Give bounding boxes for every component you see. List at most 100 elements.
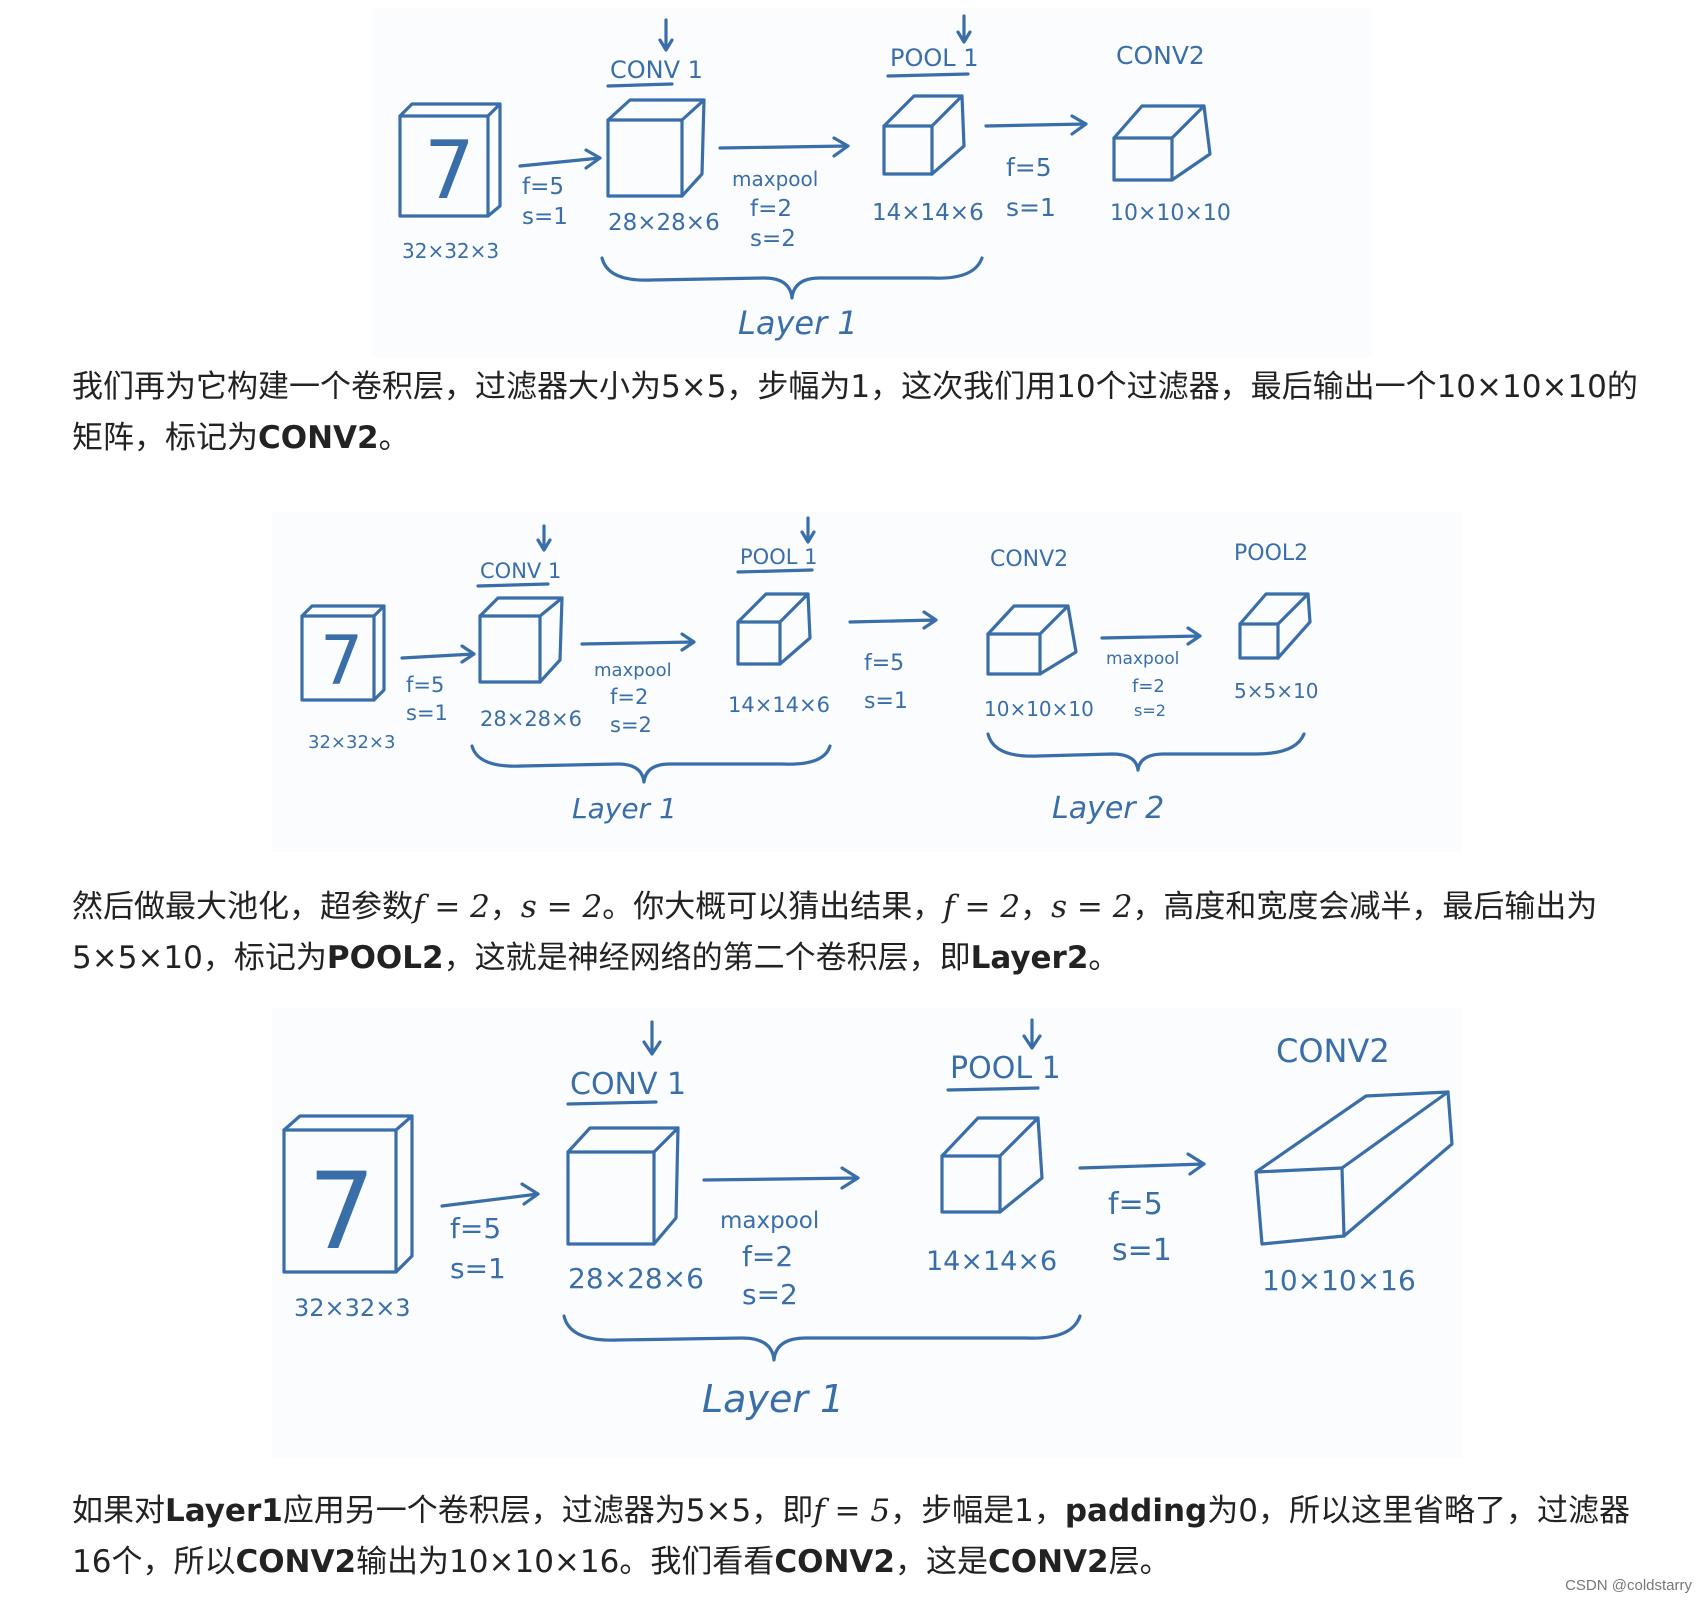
pool1-volume	[736, 592, 812, 666]
layer1-brace	[470, 744, 832, 784]
pool1-marker	[886, 14, 972, 78]
layer2-label: Layer 2	[1052, 791, 1164, 826]
conv2-label: CONV2	[990, 547, 1068, 572]
conv-param-s: s=1	[406, 701, 448, 725]
math-f: f = 2	[413, 889, 490, 925]
conv2-volume	[1254, 1090, 1454, 1246]
pool1-dims: 14×14×6	[872, 200, 984, 226]
conv2-volume	[1112, 104, 1212, 182]
figure-2: 7 32×32×3 f=5 s=1 CONV 1 28×28×6 maxpool…	[272, 512, 1462, 852]
conv1-label: CONV 1	[610, 56, 703, 84]
conv1-volume	[606, 98, 706, 198]
maxpool-label: maxpool	[720, 1208, 819, 1234]
maxpool2-s: s=2	[1134, 701, 1166, 720]
conv1-label: CONV 1	[480, 559, 561, 583]
conv2-term: CONV2	[987, 1544, 1109, 1580]
conv1-dims: 28×28×6	[608, 210, 720, 236]
pool2-dims: 5×5×10	[1234, 679, 1318, 703]
pool1-label: POOL 1	[740, 545, 817, 569]
arrow-maxpool	[702, 1166, 860, 1190]
conv2-dims: 10×10×10	[984, 697, 1094, 721]
pool1-label: POOL 1	[950, 1051, 1061, 1086]
math-s: s = 2	[520, 889, 603, 925]
padding-term: padding	[1064, 1493, 1208, 1529]
conv2-term: CONV2	[235, 1544, 357, 1580]
math-f: f = 5	[813, 1493, 891, 1529]
pool1-marker	[736, 516, 816, 574]
maxpool-f: f=2	[610, 685, 648, 709]
conv1-marker	[566, 1020, 662, 1106]
pool1-marker	[946, 1018, 1042, 1092]
conv2-dims: 10×10×10	[1110, 201, 1231, 226]
layer2-brace	[986, 732, 1306, 772]
maxpool-f: f=2	[750, 196, 792, 222]
input-volume: 7 32×32×3	[398, 102, 502, 263]
pool2-term: POOL2	[326, 940, 444, 976]
paragraph-pool2: 然后做最大池化，超参数f = 2，s = 2。你大概可以猜出结果，f = 2，s…	[72, 889, 1598, 976]
layer2-term: Layer2	[970, 940, 1089, 976]
conv-param-f: f=5	[406, 673, 444, 697]
arrow-maxpool	[580, 632, 696, 652]
figure-3: 7 32×32×3 f=5 s=1 CONV 1 28×28×6 maxpool…	[272, 1008, 1462, 1458]
arrow-conv1	[400, 644, 476, 664]
conv2-param-f: f=5	[864, 651, 904, 676]
input-digit: 7	[320, 622, 363, 701]
figure-1: 7 32×32×3 f=5 s=1 CONV 1 28×28×6 maxpool…	[372, 8, 1372, 358]
layer1-brace	[562, 1314, 1082, 1362]
layer1-label: Layer 1	[572, 792, 677, 825]
maxpool-label: maxpool	[594, 660, 672, 681]
conv1-dims: 28×28×6	[480, 707, 582, 731]
maxpool-f: f=2	[742, 1240, 793, 1273]
pool1-dims: 14×14×6	[926, 1246, 1057, 1277]
conv2-param-f: f=5	[1108, 1187, 1163, 1222]
arrow-conv1	[440, 1182, 540, 1208]
pool1-volume	[882, 94, 966, 176]
maxpool-label: maxpool	[732, 167, 818, 191]
arrow-conv1	[518, 148, 602, 170]
conv2-param-s: s=1	[1006, 193, 1056, 222]
conv1-marker	[476, 524, 552, 588]
maxpool2-label: maxpool	[1106, 649, 1179, 669]
maxpool-s: s=2	[742, 1278, 798, 1311]
layer1-term: Layer1	[165, 1493, 283, 1529]
pool1-volume	[940, 1116, 1044, 1214]
arrow-conv2	[848, 610, 938, 630]
layer1-label: Layer 1	[738, 304, 858, 342]
conv2-param-f: f=5	[1006, 153, 1052, 182]
pool2-volume	[1238, 592, 1312, 660]
maxpool-s: s=2	[610, 713, 652, 737]
input-volume: 7 32×32×3	[300, 604, 395, 753]
input-dims: 32×32×3	[402, 239, 499, 263]
math-s: s = 2	[1051, 889, 1133, 925]
conv1-label: CONV 1	[570, 1067, 686, 1102]
watermark: CSDN @coldstarry	[1565, 1577, 1692, 1594]
math-f: f = 2	[943, 889, 1021, 925]
arrow-maxpool	[718, 136, 850, 158]
pool1-dims: 14×14×6	[728, 693, 830, 717]
conv-param-s: s=1	[522, 204, 568, 230]
conv2-volume	[986, 604, 1078, 676]
conv2-param-s: s=1	[1112, 1233, 1172, 1268]
arrow-conv2	[1078, 1152, 1206, 1176]
layer1-label: Layer 1	[702, 1377, 844, 1421]
arrow-conv2	[984, 114, 1088, 136]
input-dims: 32×32×3	[294, 1294, 411, 1322]
conv2-param-s: s=1	[864, 689, 908, 714]
conv-param-f: f=5	[450, 1212, 501, 1245]
conv2-label: CONV2	[1276, 1032, 1390, 1070]
input-dims: 32×32×3	[308, 732, 395, 753]
arrow-maxpool2	[1100, 626, 1202, 646]
conv2-term: CONV2	[258, 420, 379, 456]
maxpool2-f: f=2	[1132, 676, 1165, 697]
conv2-label: CONV2	[1116, 41, 1205, 70]
paragraph-conv2-16: 如果对Layer1应用另一个卷积层，过滤器为5×5，即f = 5，步幅是1，pa…	[72, 1493, 1630, 1580]
conv2-term: CONV2	[774, 1544, 895, 1580]
pool1-label: POOL 1	[890, 44, 979, 72]
pool2-label: POOL2	[1234, 541, 1308, 566]
input-digit: 7	[308, 1150, 375, 1273]
conv1-marker	[606, 18, 674, 88]
conv2-dims: 10×10×16	[1262, 1264, 1416, 1297]
conv-param-s: s=1	[450, 1252, 506, 1285]
input-volume: 7 32×32×3	[282, 1114, 414, 1322]
input-digit: 7	[424, 124, 475, 217]
